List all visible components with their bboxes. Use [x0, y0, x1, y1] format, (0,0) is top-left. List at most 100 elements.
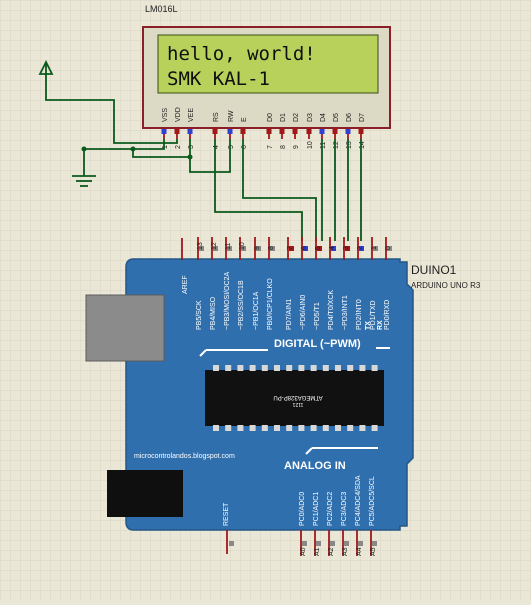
lcd-pin-name: VSS [162, 108, 169, 122]
aref-label: AREF [182, 275, 189, 294]
wire-e-pin6 [242, 139, 317, 241]
lcd-pin-name: D0 [267, 113, 274, 122]
lcd-pin-number: 14 [359, 141, 366, 149]
lcd-pin-name: D7 [359, 113, 366, 122]
digital-pin-number: 6 [301, 246, 308, 250]
digital-pin-number: 10 [239, 242, 246, 250]
digital-pin-marker [241, 246, 246, 251]
lcd-pin-name: E [241, 117, 248, 122]
analog-pin-number: A2 [328, 547, 335, 556]
lcd-pin-name: VDD [175, 107, 182, 122]
lcd-pin-marker [266, 129, 272, 134]
lcd-pin-name: D6 [346, 113, 353, 122]
analog-pin-marker [316, 541, 321, 546]
analog-pin-header: A0PC0/ADC0A1PC1/ADC1A2PC2/ADC2A3PC3/ADC3… [299, 475, 377, 556]
digital-pin-label: PD7/AIN1 [286, 299, 293, 330]
lcd-pin-name: VEE [188, 108, 195, 122]
junctions [81, 146, 193, 160]
digital-pin-marker [289, 246, 294, 251]
arduino-board[interactable]: ATMEGA328P-PU 1121 DIGITAL (~PWM) ANALOG… [85, 237, 414, 556]
digital-pin-label: PB0/ICP1/CLKO [267, 278, 274, 330]
lcd-pin-marker [358, 129, 364, 134]
lcd-module[interactable]: LM016L hello, world! SMK KAL-1 VSS1VDD2V… [142, 4, 391, 149]
chip-leg [310, 425, 317, 431]
chip-leg [237, 365, 244, 371]
power-arrow-icon [38, 59, 54, 75]
lcd-pin-name: D1 [280, 113, 287, 122]
chip-code: 1121 [292, 401, 303, 407]
lcd-pin-name: D5 [333, 113, 340, 122]
usb-port [85, 294, 165, 362]
digital-pin-label: PB4/MISO [210, 296, 217, 330]
lcd-pin-marker [240, 129, 246, 134]
lcd-part-label: LM016L [145, 4, 178, 14]
chip-leg [225, 365, 232, 371]
wire-vee-ground [132, 139, 191, 158]
analog-pin-label: PC5/ADC5/SCL [369, 476, 376, 526]
chip-leg [286, 365, 293, 371]
lcd-pin-name: D3 [307, 113, 314, 122]
lcd-pin-number: 1 [162, 145, 169, 149]
chip-leg [237, 425, 244, 431]
digital-pin-number: 9 [254, 246, 261, 250]
digital-pin-label: ~PB1/OC1A [253, 291, 260, 330]
digital-pin-number: 5 [315, 246, 322, 250]
analog-pin-marker [358, 541, 363, 546]
atmega-chip [205, 370, 384, 426]
digital-pin-marker [227, 246, 232, 251]
rx-label: RX [377, 320, 384, 330]
digital-pin-number: 0 [385, 246, 392, 250]
lcd-pin-name: D2 [293, 113, 300, 122]
lcd-pin-marker [279, 129, 285, 134]
chip-leg [298, 365, 305, 371]
digital-pin-number: 2 [357, 246, 364, 250]
lcd-pin-name: RW [228, 110, 235, 122]
lcd-pin-number: 3 [188, 145, 195, 149]
digital-pin-marker [331, 246, 336, 251]
digital-pin-number: 8 [268, 246, 275, 250]
lcd-pin-number: 12 [333, 141, 340, 149]
chip-leg [213, 425, 219, 431]
reset-label: RESET [223, 502, 230, 526]
digital-pin-marker [345, 246, 350, 251]
digital-decoration [199, 347, 390, 357]
wires [45, 68, 362, 241]
chip-leg [261, 425, 268, 431]
digital-pin-label: ~PB2/SS/OC1B [238, 280, 245, 330]
reset-pin-marker [229, 541, 234, 546]
digital-pin-number: 3 [343, 246, 350, 250]
chip-leg [359, 425, 366, 431]
chip-leg [261, 365, 268, 371]
digital-pin-number: 4 [329, 246, 336, 250]
chip-leg [335, 365, 341, 371]
chip-leg [286, 425, 293, 431]
digital-pin-marker [270, 246, 275, 251]
lcd-pins: VSS1VDD2VEE3RS4RW5E6D07D18D29D310D411D51… [161, 107, 366, 149]
digital-pin-label: ~PD3/INT1 [342, 295, 349, 330]
analog-pin-marker [330, 541, 335, 546]
chip-leg [322, 425, 329, 431]
analog-pin-number: A5 [370, 547, 377, 556]
chip-leg [249, 425, 256, 431]
chip-leg [347, 365, 354, 371]
chip-leg [371, 425, 378, 431]
analog-pin-number: A1 [314, 547, 321, 556]
lcd-pin-number: 11 [320, 142, 327, 149]
analog-pin-marker [344, 541, 349, 546]
lcd-screen [157, 34, 379, 94]
lcd-pin-name: RS [213, 112, 220, 122]
digital-pin-label: ~PB3/MOSI/OC2A [224, 272, 231, 330]
chip-leg [359, 365, 366, 371]
chip-leg [274, 365, 280, 371]
analog-pin-number: A0 [300, 547, 307, 556]
digital-pin-number: 12 [211, 242, 218, 250]
digital-label: DIGITAL (~PWM) [274, 338, 361, 350]
digital-pin-header: 13PB5/SCK12PB4/MISO11~PB3/MOSI/OC2A10~PB… [196, 237, 392, 330]
lcd-pin-number: 7 [267, 145, 274, 149]
lcd-pin-marker [306, 129, 312, 134]
lcd-pin-marker [319, 129, 325, 134]
lcd-pin-marker [332, 129, 338, 134]
tx-label: TX [365, 321, 372, 330]
lcd-pin-marker [292, 129, 298, 134]
